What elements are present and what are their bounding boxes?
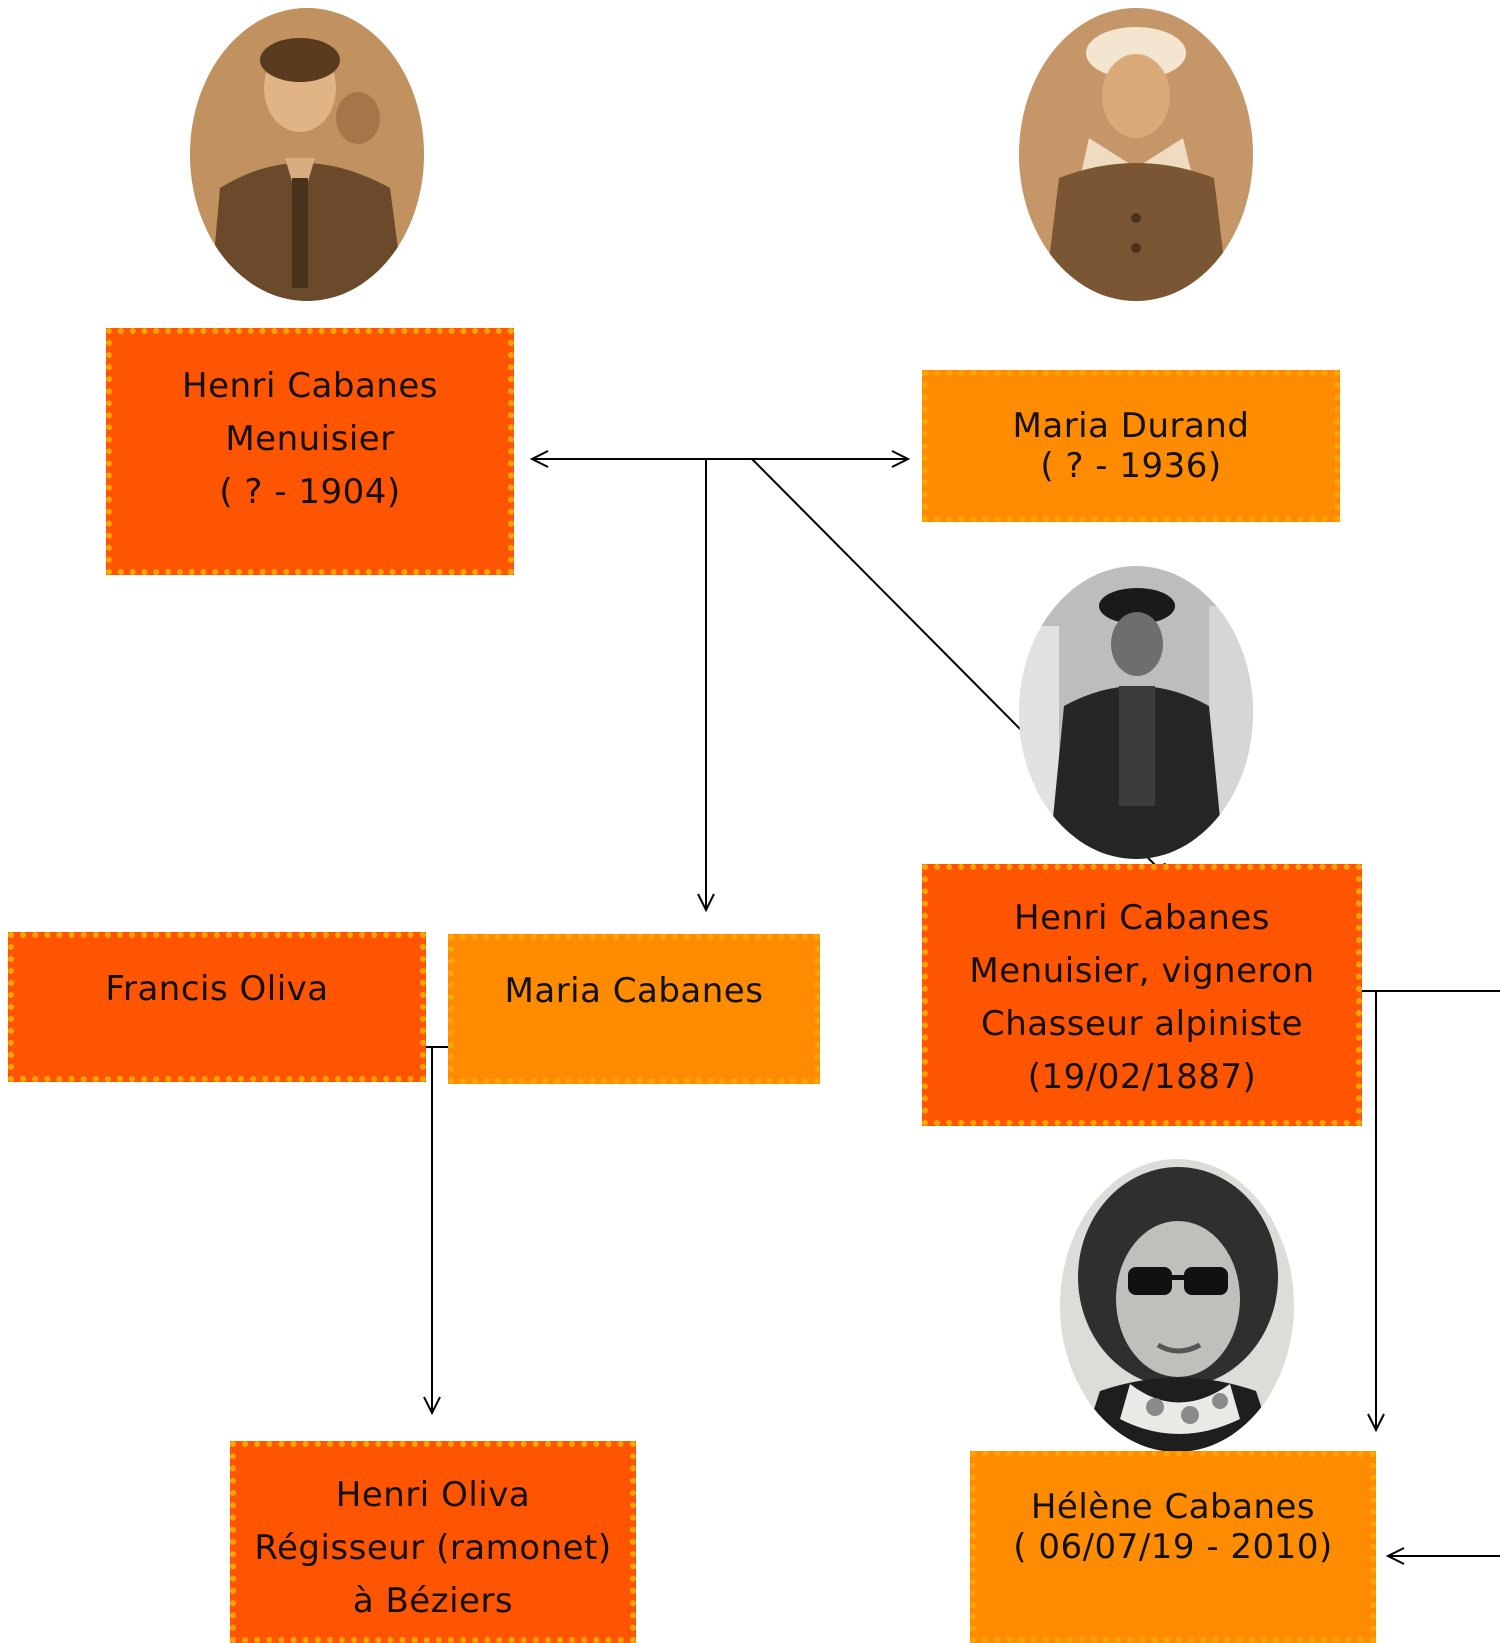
henri-junior-dates: (19/02/1887) [1027, 1057, 1257, 1097]
portrait-henri-cabanes-senior [190, 8, 424, 301]
francis-oliva-name: Francis Oliva [105, 969, 329, 1009]
person-box-francis-oliva: Francis Oliva [8, 932, 426, 1082]
person-box-helene-cabanes: Hélène Cabanes ( 06/07/19 - 2010) [970, 1451, 1376, 1643]
maria-cabanes-name: Maria Cabanes [504, 971, 764, 1011]
person-box-henri-cabanes-senior: Henri Cabanes Menuisier ( ? - 1904) [106, 328, 514, 575]
person-box-maria-cabanes: Maria Cabanes [448, 934, 820, 1084]
maria-durand-dates: ( ? - 1936) [1040, 446, 1222, 486]
person-box-henri-cabanes-junior: Henri Cabanes Menuisier, vigneron Chasse… [922, 864, 1362, 1126]
henri-oliva-name: Henri Oliva [335, 1475, 531, 1515]
henri-senior-name: Henri Cabanes [182, 366, 438, 406]
henri-junior-service: Chasseur alpiniste [980, 1004, 1304, 1044]
portrait-helene-cabanes [1060, 1159, 1294, 1452]
henri-junior-name: Henri Cabanes [1014, 898, 1270, 938]
portrait-henri-cabanes-junior [1019, 566, 1253, 859]
person-box-maria-durand: Maria Durand ( ? - 1936) [922, 370, 1340, 522]
person-box-henri-oliva: Henri Oliva Régisseur (ramonet) à Bézier… [230, 1441, 636, 1643]
henri-junior-occupation: Menuisier, vigneron [969, 951, 1315, 991]
portrait-maria-durand [1019, 8, 1253, 301]
henri-senior-occupation: Menuisier [225, 419, 395, 459]
henri-oliva-location: à Béziers [352, 1581, 514, 1621]
henri-senior-dates: ( ? - 1904) [219, 472, 401, 512]
helene-cabanes-name: Hélène Cabanes [1030, 1487, 1316, 1527]
helene-cabanes-dates: ( 06/07/19 - 2010) [1013, 1527, 1333, 1567]
maria-durand-name: Maria Durand [1012, 406, 1250, 446]
henri-oliva-occupation: Régisseur (ramonet) [254, 1528, 612, 1568]
